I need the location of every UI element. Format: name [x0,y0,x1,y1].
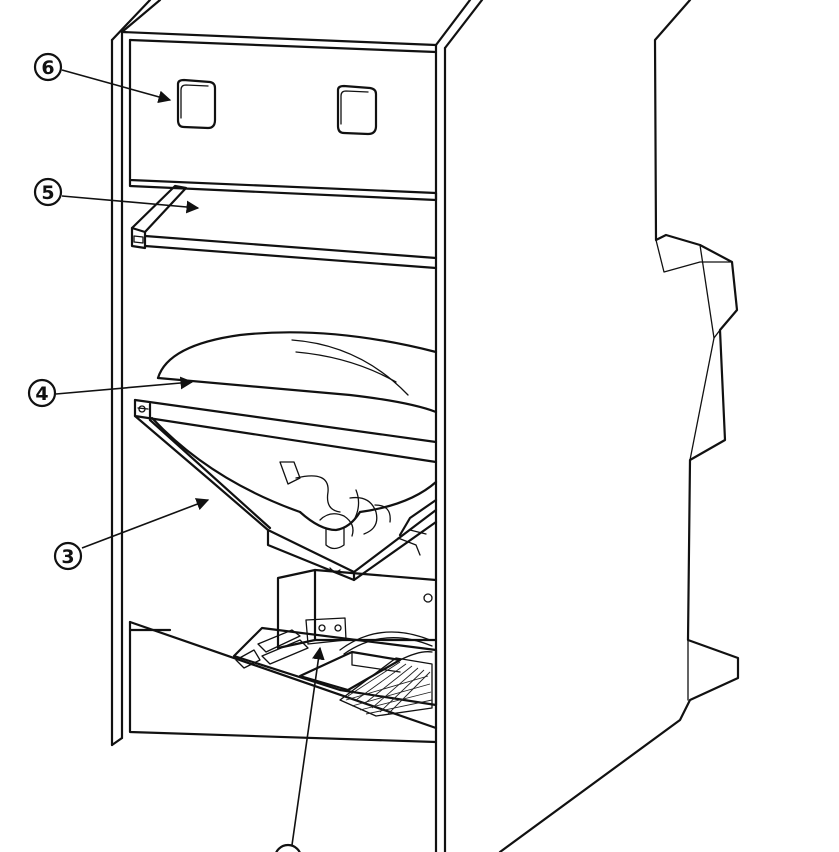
bracket [130,184,438,270]
callout-4: 4 [27,376,194,408]
callout-6-number: 6 [41,57,54,79]
grid-pcb [339,657,433,717]
callout-6: 6 [33,52,172,104]
callout-4-number: 4 [35,383,48,405]
lower-compartment [128,568,438,744]
callout-5-number: 5 [41,182,54,204]
speaker-panel [128,38,438,202]
callout-3-number: 3 [61,546,74,568]
pcb-board [232,626,438,707]
monitor [133,331,438,582]
cabinet-body [110,0,740,852]
callout-3: 3 [53,498,210,571]
callout-bottom [275,646,325,852]
callout-5: 5 [33,177,200,214]
speaker-left [176,78,217,130]
speaker-right [336,84,378,136]
